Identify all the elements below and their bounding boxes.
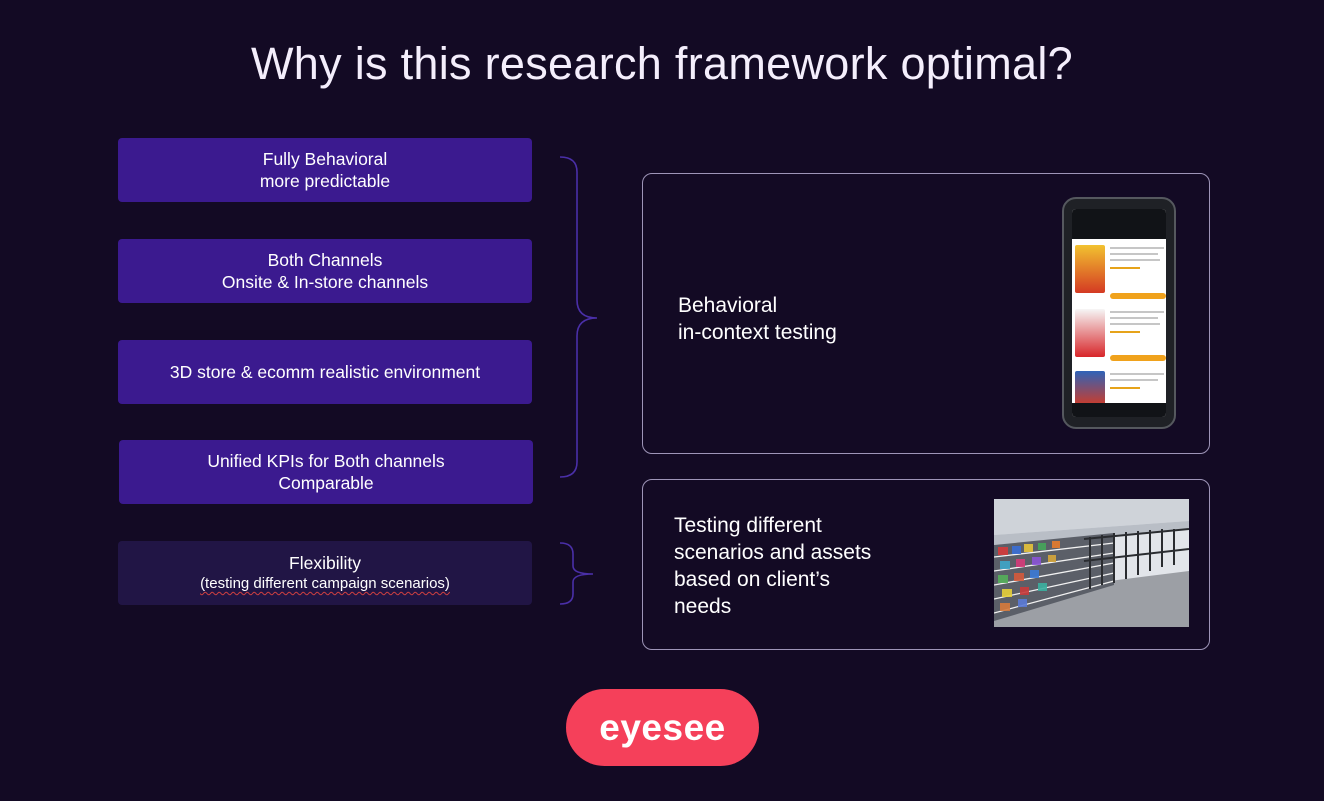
smartphone-image [1062,197,1176,429]
phone-topbar [1072,209,1166,239]
behavioral-card [642,173,1210,454]
scenarios-card-text: Testing different scenarios and assets b… [674,512,871,620]
behavioral-card-text: Behavioral in-context testing [678,292,837,346]
page-title: Why is this research framework optimal? [251,38,1073,89]
card-text-line: scenarios and assets [674,541,872,564]
pill-line1: Unified KPIs for Both channels [207,451,445,471]
pill-unified-kpis: Unified KPIs for Both channels Comparabl… [119,440,533,504]
scenarios-card [642,479,1210,650]
large-brace [559,156,598,478]
pill-line2-text: (testing different campaign scenarios) [200,575,450,592]
card-text-line: in-context testing [678,321,837,344]
pill-flexibility: Flexibility (testing different campaign … [118,541,532,605]
card-text-line: Behavioral [678,294,778,317]
cereal-box-image [1075,245,1105,293]
pill-line1: 3D store & ecomm realistic environment [169,362,481,382]
cereal-box-image [1075,309,1105,357]
card-text-line: based on client’s [674,568,831,591]
cereal-box-image [1075,371,1105,407]
pill-line1: Fully Behavioral [262,149,388,169]
pill-line1: Both Channels [267,250,383,270]
pill-fully-behavioral: Fully Behavioral more predictable [118,138,532,202]
small-brace [559,542,594,605]
pill-line2: Onsite & In-store channels [221,272,429,292]
pill-line2: more predictable [259,171,391,191]
pill-line2: (testing different campaign scenarios) [200,574,450,594]
pill-line1: Flexibility [289,553,361,573]
pill-3d-store: 3D store & ecomm realistic environment [118,340,532,404]
pill-both-channels: Both Channels Onsite & In-store channels [118,239,532,303]
logo-text: eyesee [599,706,726,748]
pill-line2: Comparable [278,473,374,493]
eyesee-logo: eyesee [566,689,759,766]
store-shelf-image [994,499,1189,627]
card-text-line: Testing different [674,514,822,537]
card-text-line: needs [674,595,732,618]
phone-screen [1072,209,1166,417]
